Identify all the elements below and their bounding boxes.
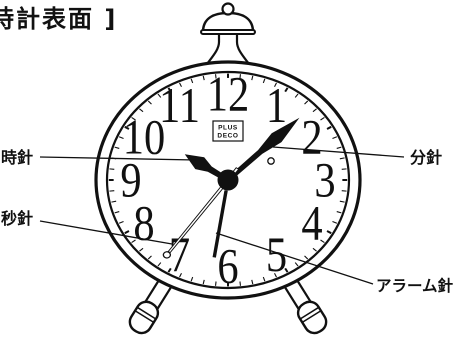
alarm-hand-leader <box>215 232 374 285</box>
numeral-4: 4 <box>301 197 322 252</box>
minute-tick <box>118 136 124 140</box>
hour-tick <box>124 125 130 130</box>
minute-hand-label: 分針 <box>410 148 442 167</box>
knob-ball <box>221 2 235 16</box>
minute-tick <box>339 200 345 203</box>
center-cap <box>217 169 239 191</box>
minute-tick <box>251 279 254 285</box>
minute-tick <box>320 239 325 243</box>
numeral-2: 2 <box>301 111 322 166</box>
minute-tick <box>312 108 317 113</box>
minute-tick <box>332 220 338 224</box>
minute-ticks <box>108 73 348 287</box>
minute-tick <box>214 281 217 286</box>
numeral-12: 12 <box>207 68 249 123</box>
minute-tick <box>179 272 182 278</box>
minute-tick <box>336 211 342 214</box>
minute-tick <box>312 247 317 252</box>
minute-tick <box>320 117 325 121</box>
hour-tick <box>326 230 332 235</box>
minute-tick <box>239 74 242 79</box>
minute-tick <box>131 239 136 243</box>
minute-tick <box>157 262 162 267</box>
minute-tick <box>262 276 266 282</box>
second-hand <box>162 167 240 259</box>
minute-tick <box>304 100 309 105</box>
minute-tick <box>179 82 182 88</box>
hour-hand-leader <box>39 156 197 161</box>
minute-tick <box>339 157 345 160</box>
minute-tick <box>111 200 117 203</box>
second-hand-ring <box>162 251 172 259</box>
hour-tick <box>284 267 289 273</box>
numeral-1: 1 <box>266 79 287 134</box>
minute-tick <box>147 100 152 105</box>
minute-tick <box>214 74 217 79</box>
second-hand-label: 秒針 <box>1 209 33 228</box>
minute-tick <box>202 75 205 81</box>
numeral-6: 6 <box>217 240 238 295</box>
minute-hand <box>219 117 300 188</box>
logo-line-2: DECO <box>217 133 238 140</box>
minute-tick <box>332 136 338 140</box>
minute-tick <box>294 93 299 98</box>
minute-tick <box>262 78 266 84</box>
minute-hand-leader <box>272 146 405 158</box>
knob-base <box>200 29 256 35</box>
second-hand-leader <box>39 220 173 245</box>
minute-tick <box>139 247 144 252</box>
numeral-11: 11 <box>159 79 200 134</box>
minute-tick <box>274 272 277 278</box>
minute-tick <box>190 276 194 282</box>
alarm-hand <box>212 190 228 258</box>
hour-tick <box>167 87 172 93</box>
minute-tick <box>239 281 242 286</box>
numeral-5: 5 <box>266 228 287 283</box>
logo-line-1: PLUS <box>218 125 238 132</box>
minute-tick <box>274 82 277 88</box>
hour-hand-label: 時針 <box>1 148 33 167</box>
second-hand-tail-ring <box>267 157 275 165</box>
minute-tick <box>157 93 162 98</box>
minute-tick <box>147 255 152 260</box>
minute-tick <box>294 262 299 267</box>
minute-tick <box>202 279 205 285</box>
numeral-10: 10 <box>123 111 165 166</box>
minute-tick <box>190 78 194 84</box>
hour-tick <box>326 125 332 130</box>
hour-tick <box>124 230 130 235</box>
hour-tick <box>284 87 289 93</box>
minute-tick <box>251 75 254 81</box>
numeral-9: 9 <box>120 154 141 209</box>
minute-tick <box>304 255 309 260</box>
alarm-hand-label: アラーム針 <box>376 276 454 295</box>
numeral-7: 7 <box>169 228 190 283</box>
minute-tick <box>114 211 120 214</box>
minute-tick <box>336 146 342 149</box>
minute-tick <box>118 220 124 224</box>
top-knob <box>200 2 256 70</box>
minute-tick <box>114 146 120 149</box>
minute-tick <box>131 117 136 121</box>
numeral-3: 3 <box>314 154 335 209</box>
section-title: 時計表面 ] <box>0 5 117 33</box>
brand-logo: PLUS DECO <box>212 120 244 142</box>
hour-tick <box>167 267 172 273</box>
minute-tick <box>139 108 144 113</box>
